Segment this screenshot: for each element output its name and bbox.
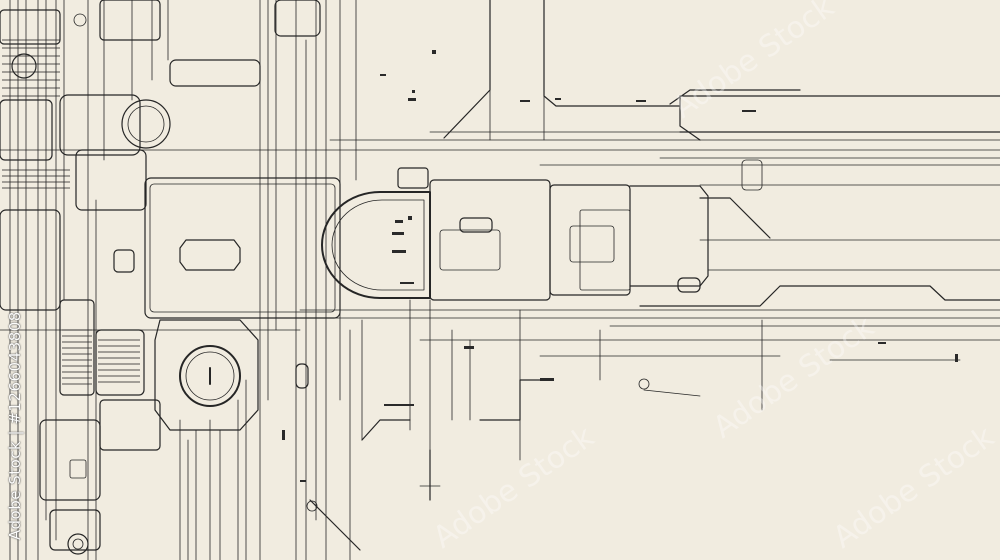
main-housing [144, 159, 763, 431]
side-watermark-id: Adobe Stock | #1266043808 [6, 311, 24, 540]
vertical-traces [295, 0, 763, 560]
dense-left-machinery [0, 0, 321, 560]
small-details [282, 50, 958, 512]
horizontal-conduits [0, 89, 1000, 361]
